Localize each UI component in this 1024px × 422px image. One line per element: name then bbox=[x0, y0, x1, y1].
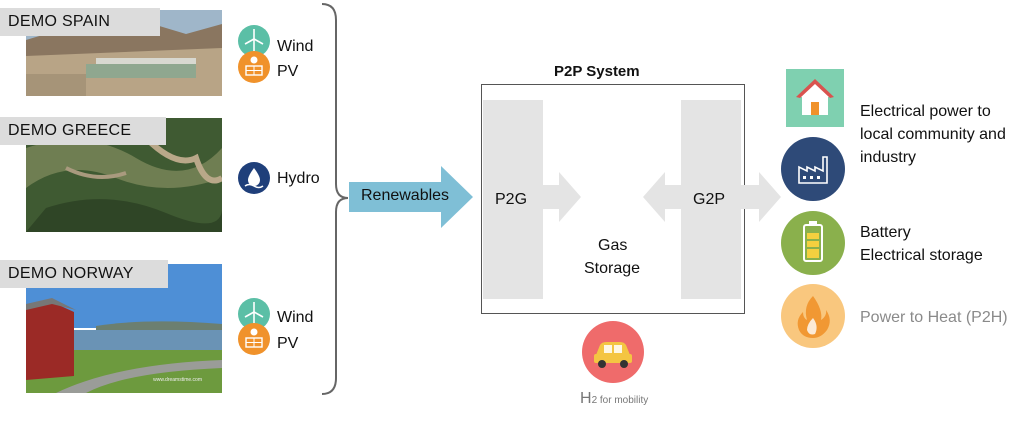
p2p-title: P2P System bbox=[554, 63, 640, 80]
house-icon bbox=[786, 69, 844, 127]
grouping-brace bbox=[321, 3, 349, 395]
car-icon bbox=[582, 321, 644, 383]
p2g-arrow bbox=[543, 172, 581, 222]
heat-icon bbox=[781, 284, 845, 348]
g2p-label: G2P bbox=[693, 191, 726, 208]
power-text-3: industry bbox=[860, 149, 917, 166]
h2-letter: H bbox=[580, 390, 592, 407]
renewables-label: Renewables bbox=[361, 187, 450, 204]
h2-subscript: 2 bbox=[591, 395, 598, 406]
battery-icon bbox=[781, 211, 845, 275]
heat-text: Power to Heat (P2H) bbox=[860, 309, 1008, 326]
gas-storage-line-1: Gas bbox=[598, 237, 628, 254]
renewables-arrow: Renewables bbox=[349, 166, 473, 228]
p2g-label: P2G bbox=[495, 191, 528, 208]
source-label: Wind bbox=[277, 309, 314, 326]
power-text-2: local community and bbox=[860, 126, 1006, 143]
gas-storage-line-2: Storage bbox=[584, 260, 641, 277]
power-text-1: Electrical power to bbox=[860, 103, 991, 120]
battery-text-1: Battery bbox=[860, 224, 911, 241]
mobility-label: H2 for mobility bbox=[580, 390, 648, 408]
battery-text-2: Electrical storage bbox=[860, 247, 983, 264]
source-label: Wind bbox=[277, 38, 314, 55]
demo-label-norway: DEMO NORWAY bbox=[0, 260, 168, 288]
hydro-icon bbox=[238, 162, 270, 194]
g2p-column bbox=[681, 100, 741, 299]
pv-icon bbox=[238, 323, 270, 355]
source-label: PV bbox=[277, 335, 299, 352]
factory-icon bbox=[781, 137, 845, 201]
output-arrow bbox=[741, 172, 781, 222]
p2g-column bbox=[483, 100, 543, 299]
source-label: PV bbox=[277, 63, 299, 80]
g2p-arrow bbox=[643, 172, 681, 222]
demo-label-spain: DEMO SPAIN bbox=[0, 8, 160, 36]
pv-icon bbox=[238, 51, 270, 83]
mobility-text: for mobility bbox=[597, 395, 649, 406]
photo-caption: www.dreamstime.com bbox=[153, 377, 202, 383]
source-label: Hydro bbox=[277, 170, 320, 187]
demo-label-greece: DEMO GREECE bbox=[0, 117, 166, 145]
